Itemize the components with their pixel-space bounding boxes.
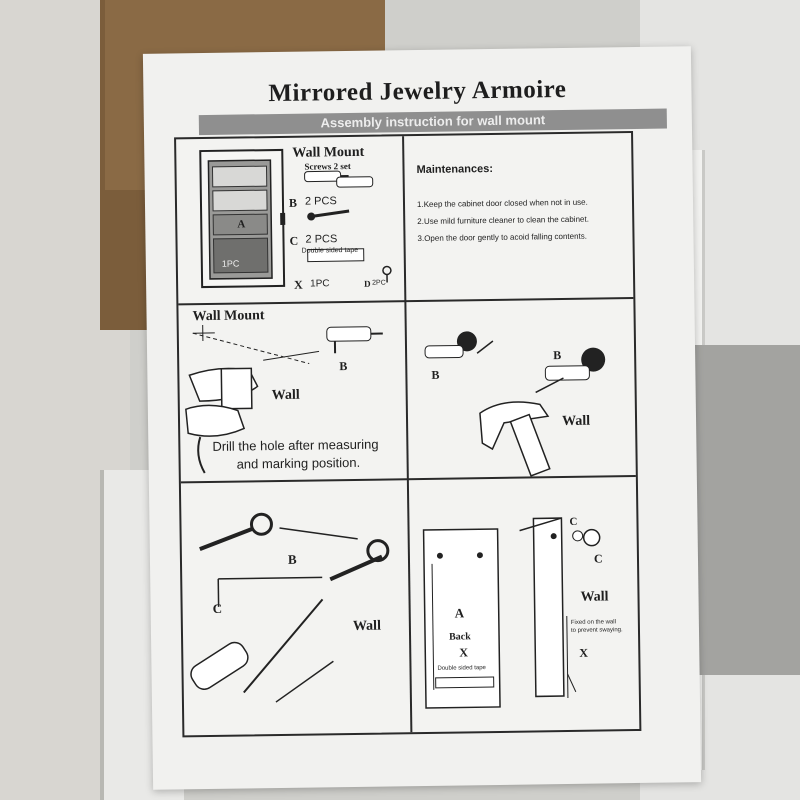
mount-label-c1: C xyxy=(569,515,578,528)
part-d-quantity: 2PC xyxy=(372,279,386,287)
part-b-quantity: 2 PCS xyxy=(304,195,337,208)
drill-instruction-line1: Drill the hole after measuring xyxy=(212,436,379,454)
cabinet-letter: A xyxy=(237,218,246,231)
document-title: Mirrored Jewelry Armoire xyxy=(268,75,567,108)
mount-label-c2: C xyxy=(593,551,603,566)
screw-illustration xyxy=(190,512,390,703)
parts-subheading: Screws 2 set xyxy=(304,160,351,172)
part-d-letter: D xyxy=(364,278,371,289)
mount-back-label: Back xyxy=(448,631,471,643)
mount-tape-label: Double sided tape xyxy=(437,665,486,672)
anchor-icon xyxy=(304,170,374,188)
screw-label-c: C xyxy=(212,600,223,616)
mount-note-line2: to prevent swaying. xyxy=(570,627,623,634)
drill-illustration xyxy=(185,325,383,474)
part-b-letter: B xyxy=(288,195,298,210)
screw-label-b: B xyxy=(287,551,297,567)
part-x-quantity: 1PC xyxy=(310,278,330,290)
part-c-letter: C xyxy=(289,233,299,248)
part-c-quantity: 2 PCS xyxy=(305,233,338,246)
drill-instruction-line2: and marking position. xyxy=(236,454,361,472)
hammer-label-b1: B xyxy=(431,367,440,382)
mount-illustration xyxy=(422,517,601,709)
drill-step-panel: Wall Mount B Wall Drill the hole after m… xyxy=(178,302,406,481)
maintenance-item: 3.Open the door gently to acoid falling … xyxy=(417,231,587,244)
parts-panel: Wall Mount Screws 2 set B 2 PCS C 2 PCS … xyxy=(176,136,404,303)
cabinet-illustration xyxy=(199,148,392,289)
screw-step-panel: B C Wall xyxy=(181,480,410,735)
hammer-step-panel: B B Wall xyxy=(406,299,635,478)
maintenance-heading: Maintenances: xyxy=(416,162,494,177)
screw-wall-label: Wall xyxy=(352,618,382,634)
maintenance-item: 1.Keep the cabinet door closed when not … xyxy=(416,197,588,210)
maintenance-panel: Maintenances: 1.Keep the cabinet door cl… xyxy=(404,133,633,300)
mount-label-x2: X xyxy=(579,645,589,660)
background-photo-right xyxy=(680,345,800,675)
mount-label-x: X xyxy=(459,645,469,660)
instruction-grid: Wall Mount Screws 2 set B 2 PCS C 2 PCS … xyxy=(174,131,642,738)
hammer-illustration xyxy=(424,331,606,477)
mount-wall-label: Wall xyxy=(580,589,609,605)
screw-icon xyxy=(307,209,350,221)
hammer-label-b2: B xyxy=(553,348,562,363)
drill-wall-label: Wall xyxy=(271,387,300,404)
cabinet-quantity: 1PC xyxy=(221,258,240,269)
drill-label-b: B xyxy=(339,359,348,374)
mount-step-panel: A Back X Double sided tape C C Wall Fixe… xyxy=(409,477,639,732)
drill-heading: Wall Mount xyxy=(192,308,265,325)
maintenance-item: 2.Use mild furniture cleaner to clean th… xyxy=(417,214,589,227)
instruction-sheet: Mirrored Jewelry Armoire Assembly instru… xyxy=(142,46,702,790)
tape-label: Double sided tape xyxy=(301,246,359,255)
mount-label-a: A xyxy=(454,605,465,621)
key-icon xyxy=(382,265,392,283)
part-x-letter: X xyxy=(294,277,303,292)
mount-note-line1: Fixed on the wall xyxy=(570,619,616,626)
maintenance-list: 1.Keep the cabinet door closed when not … xyxy=(417,198,589,251)
parts-heading: Wall Mount xyxy=(292,144,365,161)
hammer-wall-label: Wall xyxy=(561,413,591,430)
